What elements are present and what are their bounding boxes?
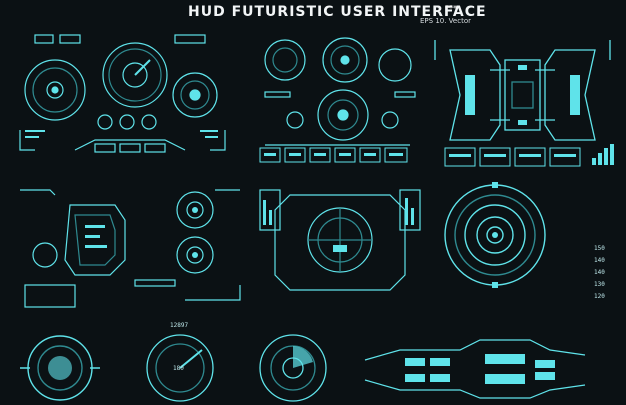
- hud-panel-symmetric-top-right: [430, 30, 615, 170]
- hud-bar-icon: [590, 142, 615, 167]
- right-value-5: 120: [594, 293, 605, 300]
- hud-panel-targeting-center: [255, 180, 425, 300]
- hud-gauge-bottom-1: [10, 330, 110, 402]
- hud-panel-cluster-middle-left: [15, 180, 245, 320]
- right-value-4: 130: [594, 281, 605, 288]
- eps-label: EPS 10. Vector: [420, 17, 471, 25]
- hud-panel-big-target-right: [440, 180, 550, 290]
- right-value-2: 140: [594, 257, 605, 264]
- hud-gauge-bottom-3: [245, 328, 340, 404]
- hud-panel-bottom-right-strip: [360, 330, 590, 400]
- hud-panel-radar-top-middle: [255, 30, 420, 170]
- right-value-1: 150: [594, 245, 605, 252]
- hud-panel-dashboard-top-left: [15, 30, 230, 170]
- speed-gauge-top-readout: 12897: [170, 322, 189, 329]
- hud-speed-gauge: [130, 328, 230, 404]
- page-title: HUD FUTURISTIC USER INTERFACE: [188, 4, 487, 20]
- stars-decoration: ***: [445, 4, 457, 13]
- speed-gauge-center-readout: 180: [173, 365, 184, 372]
- right-value-3: 140: [594, 269, 605, 276]
